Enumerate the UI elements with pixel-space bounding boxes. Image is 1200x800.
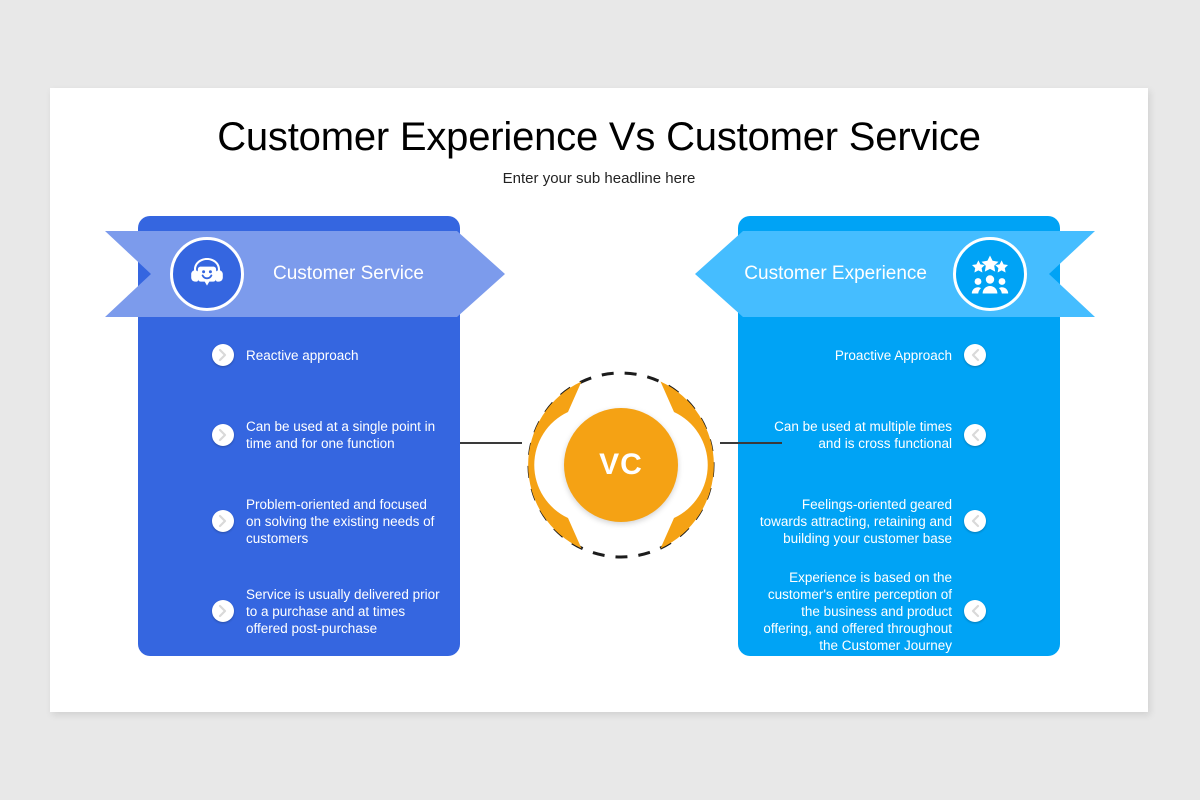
list-item-label: Problem-oriented and focused on solving … bbox=[246, 496, 435, 546]
list-item: Proactive Approach bbox=[738, 333, 1060, 377]
hub-center-circle: VC bbox=[564, 408, 678, 522]
center-hub: VC bbox=[510, 354, 732, 576]
slide-canvas: Customer Experience Vs Customer Service … bbox=[50, 88, 1148, 712]
customer-service-bullet-list: Reactive approach Can be used at a singl… bbox=[138, 333, 460, 658]
chevron-right-icon bbox=[212, 510, 234, 532]
chevron-left-icon bbox=[964, 510, 986, 532]
list-item-label: Feelings-oriented geared towards attract… bbox=[759, 496, 952, 546]
chevron-left-icon bbox=[964, 600, 986, 622]
connector-line-left bbox=[460, 442, 522, 444]
headset-chat-support-icon bbox=[185, 252, 229, 296]
chevron-right-icon bbox=[212, 424, 234, 446]
chevron-right-icon bbox=[212, 344, 234, 366]
stars-people-rating-badge bbox=[953, 237, 1027, 311]
connector-line-right bbox=[720, 442, 782, 444]
chevron-left-icon bbox=[964, 424, 986, 446]
list-item-label: Can be used at multiple times and is cro… bbox=[774, 419, 952, 451]
list-item-label: Experience is based on the customer's en… bbox=[763, 569, 952, 653]
list-item: Can be used at multiple times and is cro… bbox=[738, 406, 1060, 464]
list-item-label: Service is usually delivered prior to a … bbox=[246, 586, 440, 636]
list-item: Feelings-oriented geared towards attract… bbox=[738, 485, 1060, 557]
customer-experience-ribbon: Customer Experience bbox=[695, 231, 1095, 317]
customer-experience-bullet-list: Proactive Approach Can be used at multip… bbox=[738, 333, 1060, 658]
list-item: Can be used at a single point in time an… bbox=[138, 406, 460, 464]
list-item-label: Proactive Approach bbox=[834, 347, 952, 363]
hub-label: VC bbox=[599, 448, 643, 481]
list-item: Problem-oriented and focused on solving … bbox=[138, 485, 460, 557]
list-item: Experience is based on the customer's en… bbox=[738, 570, 1060, 653]
list-item-label: Can be used at a single point in time an… bbox=[246, 419, 436, 451]
headset-chat-support-badge bbox=[170, 237, 244, 311]
list-item: Reactive approach bbox=[138, 333, 460, 377]
page-subtitle: Enter your sub headline here bbox=[502, 170, 696, 187]
stars-people-rating-icon bbox=[967, 252, 1013, 296]
list-item-label: Reactive approach bbox=[246, 347, 359, 363]
list-item: Service is usually delivered prior to a … bbox=[138, 573, 460, 649]
customer-experience-heading: Customer Experience bbox=[744, 263, 927, 284]
chevron-right-icon bbox=[212, 600, 234, 622]
chevron-left-icon bbox=[964, 344, 986, 366]
customer-service-ribbon: Customer Service bbox=[105, 231, 505, 317]
page-title: Customer Experience Vs Customer Service bbox=[217, 115, 981, 159]
customer-service-heading: Customer Service bbox=[273, 263, 424, 284]
